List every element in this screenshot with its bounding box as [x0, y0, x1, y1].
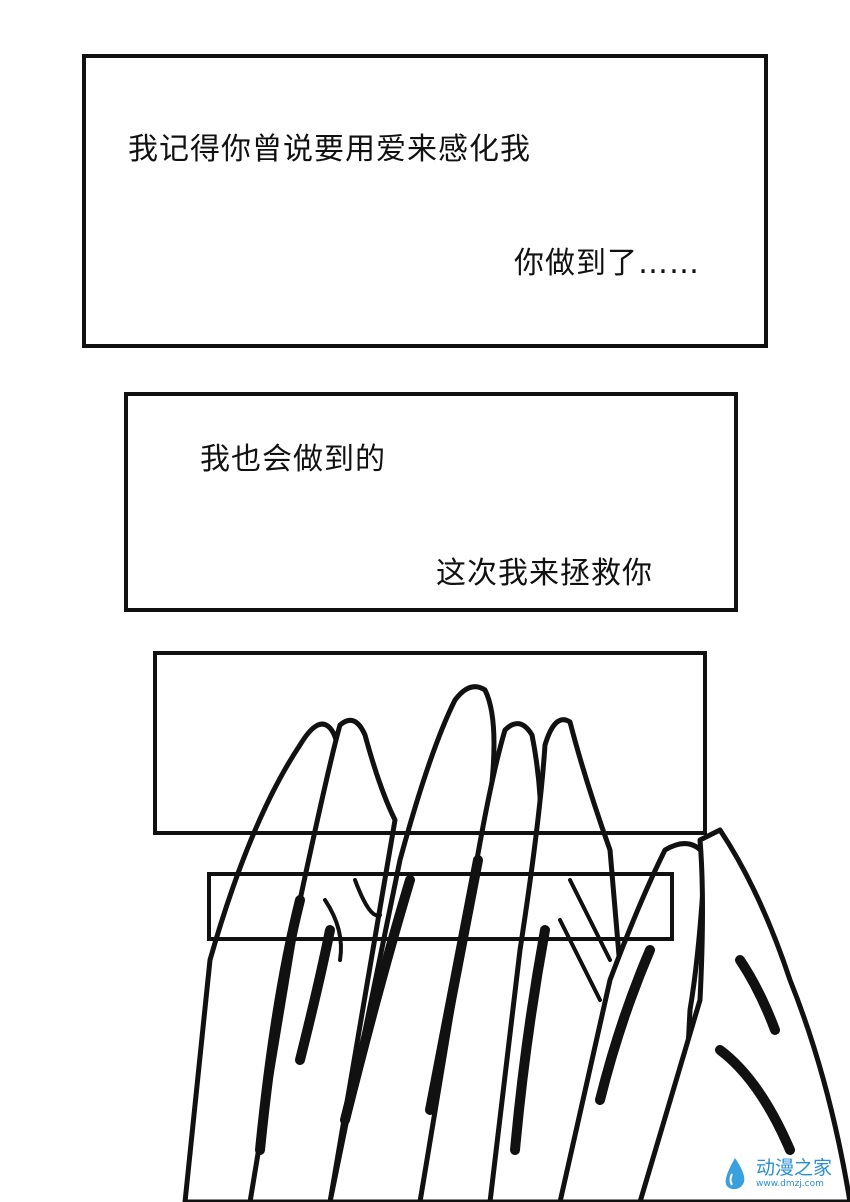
empty-caption-frame-bottom [207, 872, 674, 941]
right-palm [637, 827, 850, 1202]
panel-2-line-1: 我也会做到的 [200, 442, 386, 477]
empty-caption-frame-top [153, 651, 707, 835]
panel-1-line-1: 我记得你曾说要用爱来感化我 [128, 132, 531, 167]
speech-panel-2: 我也会做到的 这次我来拯救你 [124, 392, 738, 612]
watermark-url: www.dmzj.com [755, 1179, 824, 1189]
droplet-logo-icon [725, 1158, 745, 1190]
watermark-title: 动漫之家 [755, 1157, 832, 1179]
left-finger-3 [327, 684, 497, 1202]
speech-panel-1: 我记得你曾说要用爱来感化我 你做到了…… [82, 54, 768, 348]
panel-2-line-2: 这次我来拯救你 [436, 556, 653, 591]
site-watermark: 动漫之家 www.dmzj.com [720, 1156, 832, 1192]
panel-1-line-2: 你做到了…… [514, 246, 700, 281]
